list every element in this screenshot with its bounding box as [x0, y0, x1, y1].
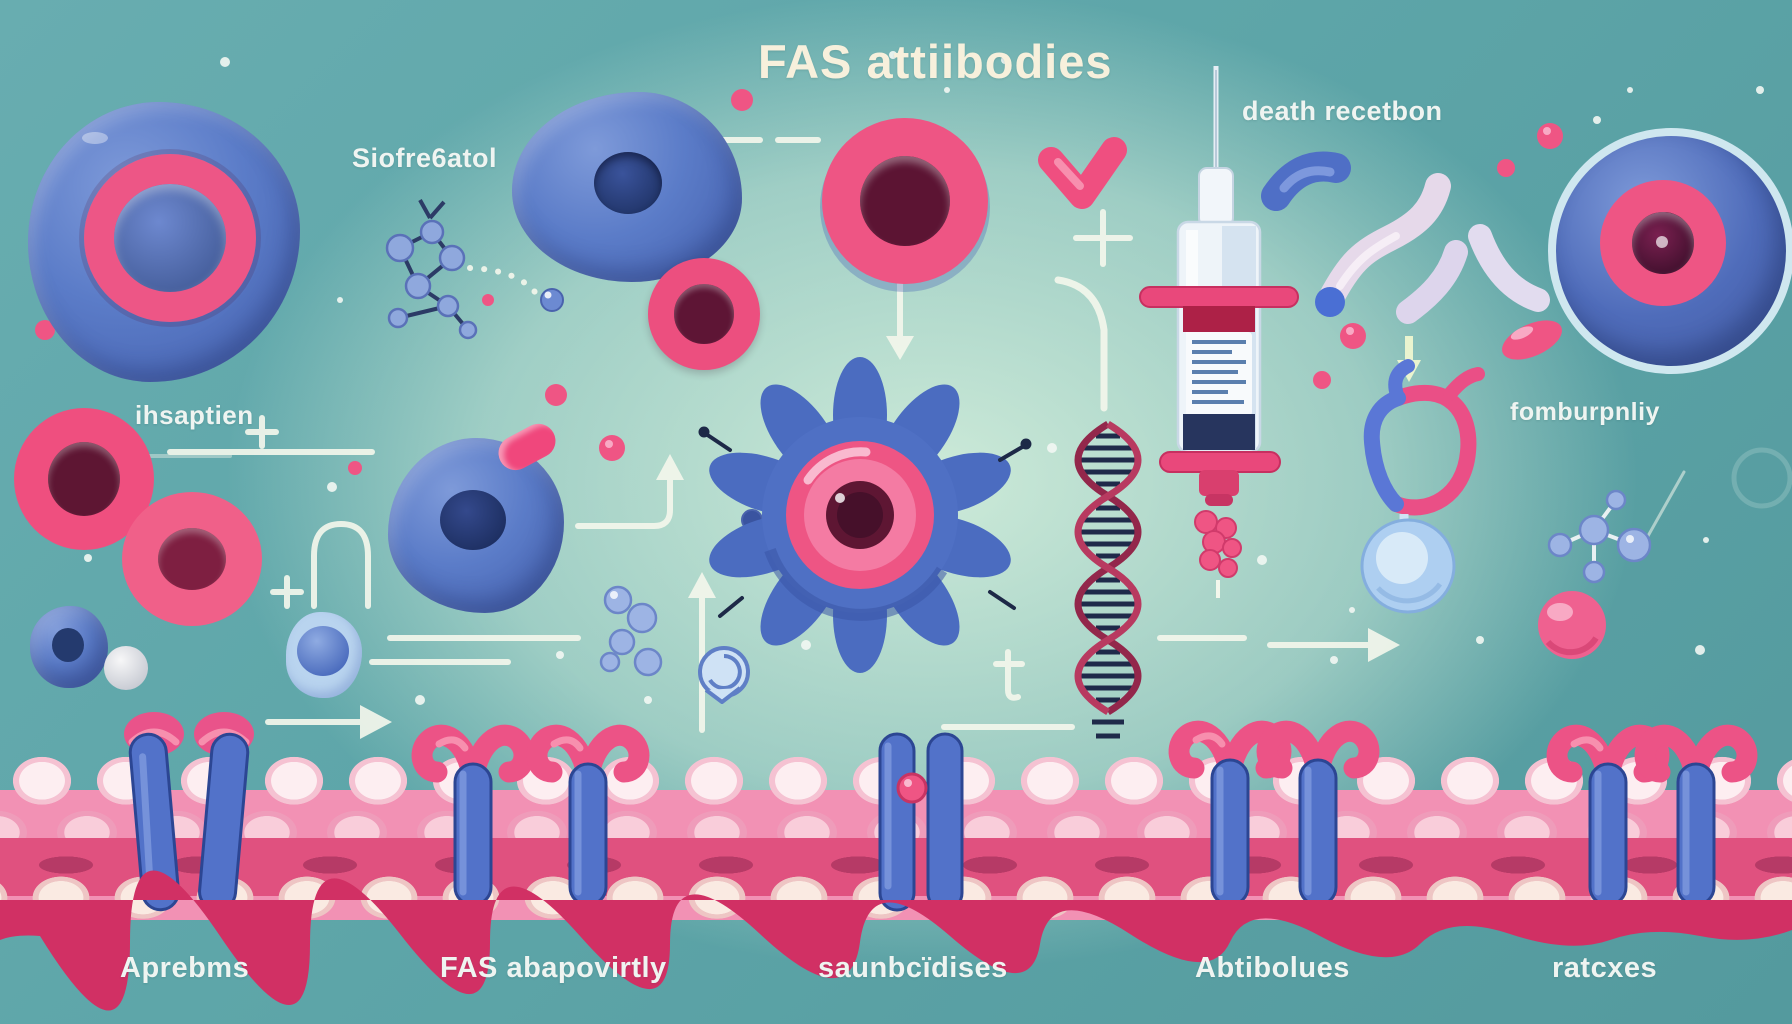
snail-shell [698, 646, 750, 704]
pink-torus-left-small [122, 492, 262, 626]
light-blue-cell [1360, 518, 1456, 614]
spiky-cell [698, 357, 1032, 673]
fas-receptor-1 [124, 712, 254, 912]
bubble-cluster [599, 585, 663, 677]
membrane-label-5: ratcxes [1552, 952, 1658, 984]
cell-top-mid [512, 92, 742, 282]
cell-small-blue [30, 606, 108, 688]
cell-top-right [1548, 128, 1792, 374]
berry-cluster [1194, 510, 1242, 598]
pink-torus-top-center [822, 118, 988, 284]
dna-helix [1074, 420, 1142, 739]
syringe-plunger-band [1183, 414, 1255, 450]
page-title: FAS attiibodies [758, 35, 1113, 88]
syringe [1139, 66, 1299, 506]
membrane-label-3: saunbcïdises [818, 952, 1008, 984]
syringe-flange [1139, 286, 1299, 308]
cell-top-left [28, 102, 300, 382]
fas-receptor-3 [878, 732, 964, 912]
membrane-label-2: FAS abapovirtly [440, 952, 667, 984]
gray-sphere [104, 646, 148, 690]
molecule-label: Siofre6atol [352, 143, 498, 173]
syringe-hub [1198, 167, 1234, 227]
worm-shapes [1261, 151, 1550, 324]
cell-mid-left [388, 438, 564, 613]
pink-chevron [1038, 137, 1127, 209]
cell-mid-left-hole [440, 490, 506, 550]
death-receptor-label: death recetbon [1242, 96, 1443, 126]
cell-top-mid-hole [594, 152, 662, 214]
pink-sphere-right [1538, 591, 1606, 659]
membrane-label-4: Abtibolues [1195, 952, 1350, 984]
dna-strand-front [1074, 420, 1142, 716]
fas-receptor-2a [411, 724, 535, 907]
molecule-right [1547, 489, 1652, 584]
antibody-y-shape [1363, 359, 1485, 516]
cream-worm-3 [1468, 224, 1550, 312]
syringe-blood-band [1183, 306, 1255, 332]
cell-egg-nucleus [297, 626, 349, 676]
dna-rungs [1078, 433, 1138, 739]
faint-ring [1731, 447, 1792, 509]
fas-receptor-4b [1256, 720, 1380, 907]
fas-receptor-5b [1634, 724, 1758, 907]
cell-egg [286, 612, 362, 698]
syringe-bottom-flange [1159, 451, 1281, 473]
cell-top-left-nucleus [84, 154, 256, 322]
cream-worm-2 [1396, 240, 1468, 324]
membrane-wave-edge [0, 870, 1792, 1011]
right-label: fomburpnliy [1510, 398, 1660, 426]
membrane-label-1: Aprebms [120, 952, 250, 984]
left-label: ihsaptien [135, 400, 254, 430]
cell-small-blue-hole [52, 628, 84, 662]
fas-receptor-2b [526, 724, 650, 907]
molecule-cluster [385, 199, 564, 340]
